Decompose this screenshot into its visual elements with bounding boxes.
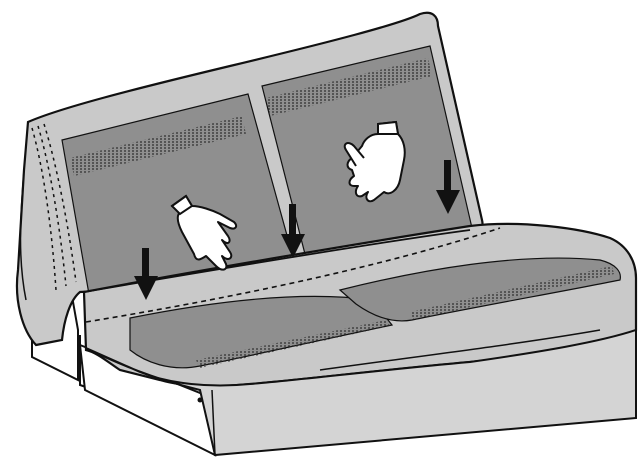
sofa-cover-illustration xyxy=(0,0,639,461)
illustration-canvas xyxy=(0,0,639,461)
